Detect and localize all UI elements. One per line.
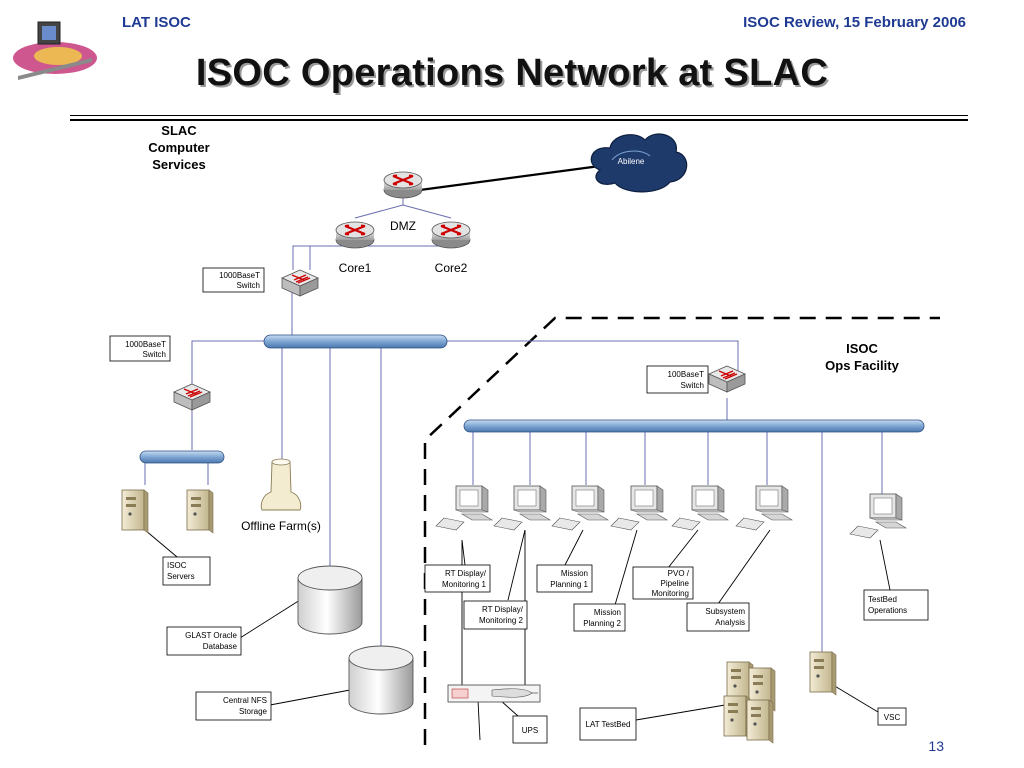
svg-text:LAT TestBed: LAT TestBed [586, 720, 631, 729]
dmz-router-icon [382, 170, 424, 200]
rt-display-1-label: RT Display/ Monitoring 1 [424, 564, 491, 593]
svg-text:Mission: Mission [594, 608, 621, 617]
isoc-facility-line2: Ops Facility [825, 358, 899, 373]
lat-testbed-server-4-icon [746, 699, 774, 744]
svg-text:Central NFS: Central NFS [223, 696, 267, 705]
svg-text:GLAST Oracle: GLAST Oracle [185, 631, 237, 640]
vsc-server-icon [809, 651, 837, 696]
left-switch-label: 1000BaseT Switch [109, 335, 171, 362]
core2-router-icon [430, 220, 472, 250]
svg-text:RT Display/: RT Display/ [482, 605, 524, 614]
core1-router-icon [334, 220, 376, 250]
svg-text:100BaseT: 100BaseT [668, 370, 705, 379]
abilene-cloud: Abilene [590, 133, 688, 193]
workstation-mp1-icon [551, 485, 609, 531]
abilene-label: Abilene [618, 157, 645, 166]
svg-text:Monitoring: Monitoring [652, 589, 689, 598]
svg-text:VSC: VSC [884, 713, 901, 722]
isoc-boundary [423, 316, 940, 745]
core2-label: Core2 [435, 261, 468, 275]
svg-text:1000BaseT: 1000BaseT [125, 340, 166, 349]
offline-farm-label: Offline Farm(s) [241, 519, 321, 533]
title-rule-top [70, 115, 968, 116]
top-switch-icon [281, 269, 319, 297]
vsc-label: VSC [877, 707, 907, 726]
title-rule-bottom [70, 119, 968, 121]
nfs-storage-icon [348, 645, 414, 715]
pvo-pipeline-label: PVO / Pipeline Monitoring [632, 566, 694, 600]
glast-oracle-label: GLAST Oracle Database [166, 626, 242, 656]
page-number: 13 [928, 738, 944, 754]
top-switch-label: 1000BaseT Switch [202, 267, 265, 293]
servers-bus [139, 450, 225, 464]
subsystem-analysis-label: Subsystem Analysis [686, 602, 750, 632]
workstation-pvo-icon [671, 485, 729, 531]
svg-text:1000BaseT: 1000BaseT [219, 271, 260, 280]
lat-testbed-server-3-icon [723, 695, 751, 740]
svg-text:Pipeline: Pipeline [661, 579, 690, 588]
dmz-label: DMZ [390, 219, 416, 233]
lat-testbed-label: LAT TestBed [579, 707, 637, 741]
isoc-switch-icon [708, 365, 746, 393]
glast-logo [13, 21, 97, 80]
rt-display-2-label: RT Display/ Monitoring 2 [463, 600, 528, 630]
ups-device-icon [447, 684, 541, 703]
isoc-server-1-icon [121, 489, 149, 534]
workstation-testbed-ops-icon [849, 493, 907, 539]
oracle-db-icon [297, 565, 363, 635]
network-links [144, 164, 883, 655]
svg-text:Planning 1: Planning 1 [550, 580, 588, 589]
isoc-servers-label: ISOC Servers [162, 556, 211, 586]
leader-lines [144, 529, 891, 741]
slac-label-line1: SLAC [161, 123, 197, 138]
slac-label-line2: Computer [148, 140, 209, 155]
svg-text:RT Display/: RT Display/ [445, 569, 487, 578]
svg-text:Switch: Switch [236, 281, 260, 290]
svg-text:Database: Database [203, 642, 238, 651]
testbed-operations-label: TestBed Operations [863, 589, 929, 621]
svg-text:Monitoring 1: Monitoring 1 [442, 580, 487, 589]
header-right: ISOC Review, 15 February 2006 [743, 14, 966, 31]
core1-label: Core1 [339, 261, 372, 275]
svg-text:Monitoring 2: Monitoring 2 [479, 616, 524, 625]
svg-text:UPS: UPS [522, 726, 538, 735]
slac-label-line3: Services [152, 157, 206, 172]
svg-text:Planning 2: Planning 2 [583, 619, 621, 628]
isoc-switch-label: 100BaseT Switch [646, 365, 709, 394]
svg-text:Switch: Switch [680, 381, 704, 390]
header-left: LAT ISOC [122, 14, 191, 31]
isoc-server-2-icon [186, 489, 214, 534]
workstation-rt2-icon [493, 485, 551, 531]
svg-text:ISOC: ISOC [167, 561, 187, 570]
ups-label: UPS [512, 715, 548, 744]
svg-text:TestBed: TestBed [868, 595, 897, 604]
workstation-subsystem-icon [735, 485, 793, 531]
workstation-rt1-icon [435, 485, 493, 531]
mission-planning-2-label: Mission Planning 2 [573, 603, 626, 632]
svg-text:Subsystem: Subsystem [705, 607, 745, 616]
svg-text:Switch: Switch [142, 350, 166, 359]
svg-text:Servers: Servers [167, 572, 195, 581]
isoc-bus [463, 419, 925, 433]
offline-farm-icon [260, 458, 302, 511]
svg-text:Operations: Operations [868, 606, 907, 615]
svg-text:Storage: Storage [239, 707, 268, 716]
isoc-facility-line1: ISOC [846, 341, 878, 356]
svg-text:Analysis: Analysis [715, 618, 745, 627]
svg-text:PVO /: PVO / [668, 569, 690, 578]
nfs-storage-label: Central NFS Storage [195, 691, 272, 721]
left-switch-icon [173, 383, 211, 411]
workstation-mp2-icon [610, 485, 668, 531]
slide-title: ISOC Operations Network at SLAC [195, 52, 829, 94]
mission-planning-1-label: Mission Planning 1 [536, 564, 593, 593]
slac-backbone-bus [263, 334, 448, 349]
svg-text:Mission: Mission [561, 569, 588, 578]
